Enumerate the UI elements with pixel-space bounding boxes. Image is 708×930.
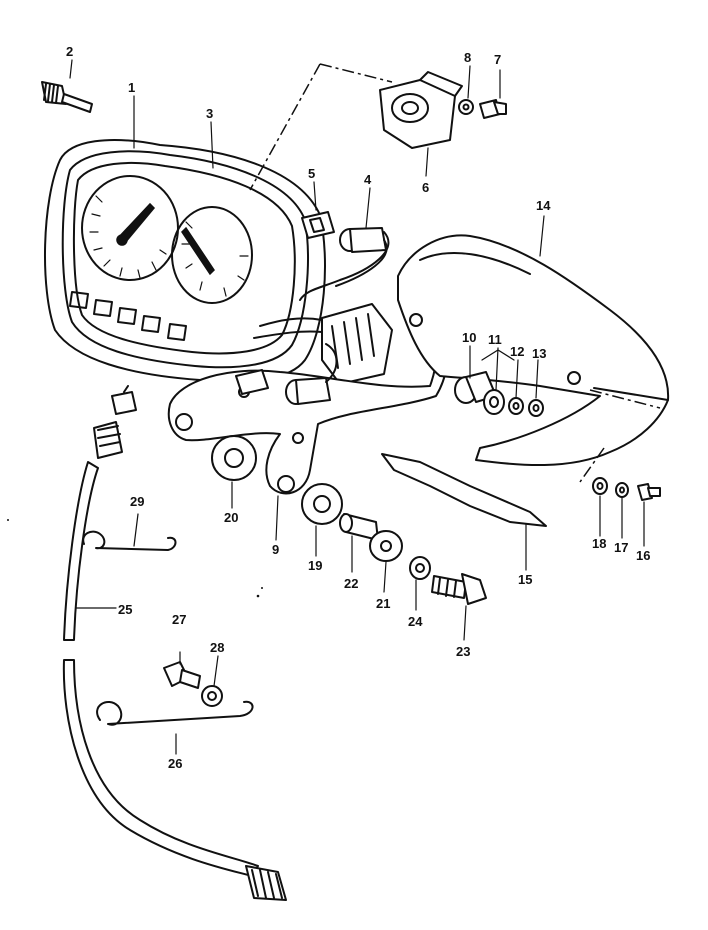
callout-21: 21 — [376, 596, 390, 611]
wiring-connector — [253, 303, 393, 385]
callout-27: 27 — [172, 612, 186, 627]
callout-16: 16 — [636, 548, 650, 563]
part-17-washer — [615, 482, 629, 498]
part-27-screw — [163, 661, 201, 689]
part-16-bolt — [637, 483, 661, 501]
callout-11: 11 — [488, 332, 502, 347]
part-8-washer — [458, 99, 474, 115]
leader-lines — [75, 65, 645, 755]
callout-2: 2 — [66, 44, 73, 59]
callout-4: 4 — [364, 172, 372, 187]
part-6-cap — [379, 71, 463, 149]
callout-25: 25 — [118, 602, 132, 617]
part-29-clip — [82, 530, 177, 551]
part-2-reset-knob — [41, 59, 93, 113]
part-28-washer — [201, 685, 223, 707]
callout-14: 14 — [536, 198, 551, 213]
part-24-washer — [409, 556, 431, 580]
callout-3: 3 — [206, 106, 213, 121]
callout-10: 10 — [462, 330, 476, 345]
part-25-cable — [62, 385, 287, 901]
part-18-washer — [592, 477, 608, 495]
part-15-gasket — [381, 453, 547, 527]
callout-15: 15 — [518, 572, 532, 587]
part-4-socket — [299, 227, 390, 301]
callout-18: 18 — [592, 536, 606, 551]
callout-labels: 1 2 3 4 5 6 7 8 9 10 11 12 13 14 15 16 1… — [66, 44, 650, 771]
parts-10-13-grommet-stack — [454, 349, 544, 417]
callout-13: 13 — [532, 346, 546, 361]
callout-5: 5 — [308, 166, 315, 181]
callout-28: 28 — [210, 640, 224, 655]
part-20-grommet — [211, 435, 257, 481]
bottom-socket — [235, 343, 338, 405]
callout-12: 12 — [510, 344, 524, 359]
part-5-bulb — [301, 211, 335, 239]
callout-20: 20 — [224, 510, 238, 525]
callout-17: 17 — [614, 540, 628, 555]
part-22-sleeve — [339, 513, 379, 541]
callout-1: 1 — [128, 80, 135, 95]
callout-9: 9 — [272, 542, 279, 557]
callout-8: 8 — [464, 50, 471, 65]
part-23-bolt — [431, 573, 487, 605]
part-19-grommet — [301, 483, 343, 525]
callout-6: 6 — [422, 180, 429, 195]
part-21-washer — [369, 530, 403, 562]
callout-24: 24 — [408, 614, 423, 629]
callout-26: 26 — [168, 756, 182, 771]
callout-29: 29 — [130, 494, 144, 509]
callout-7: 7 — [494, 52, 501, 67]
part-7-screw — [479, 99, 507, 119]
callout-19: 19 — [308, 558, 322, 573]
part-1-meter-assembly — [44, 139, 326, 383]
callout-23: 23 — [456, 644, 470, 659]
callout-22: 22 — [344, 576, 358, 591]
part-26-clip — [96, 700, 254, 726]
